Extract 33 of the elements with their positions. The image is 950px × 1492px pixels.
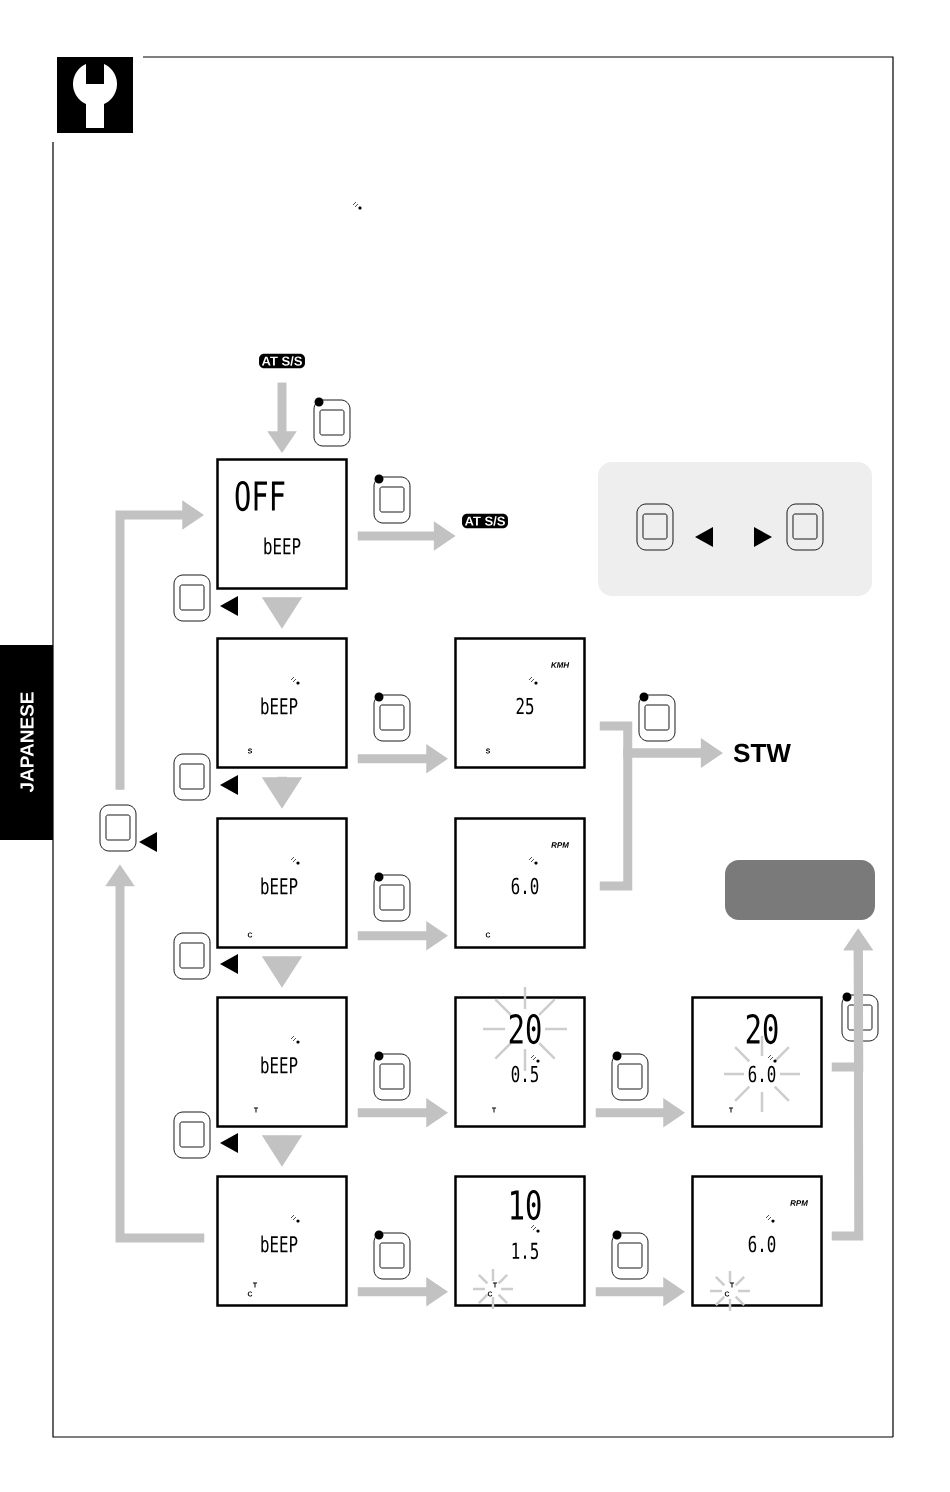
display-reading: 20 [509, 1013, 541, 1045]
display-reading: 20 [746, 1013, 778, 1045]
display-reading: OFF [235, 480, 285, 512]
lcd-screen [691, 996, 823, 1128]
display-reading: 6.0 [748, 1065, 776, 1083]
lcd-screen [691, 1175, 823, 1311]
button-icon [99, 804, 157, 852]
display-reading: 6.0 [748, 1235, 776, 1253]
display-reading: bEEP [261, 697, 298, 715]
display-reading: 25 [516, 697, 534, 715]
side-tab: JAPANESE [0, 645, 53, 840]
lcd-screen [216, 1175, 348, 1307]
lcd-screen [454, 637, 586, 769]
mode-label: STW [733, 743, 791, 763]
lcd-screen [216, 996, 348, 1128]
unit-label: RPM [551, 842, 570, 848]
display-reading: 0.5 [511, 1065, 539, 1083]
lcd-screen [216, 458, 348, 590]
unit-label: RPM [790, 1200, 809, 1206]
display-reading: bEEP [264, 537, 301, 555]
lcd-screen [454, 817, 586, 949]
lcd-screen [216, 817, 348, 949]
unit-label: KMH [551, 662, 570, 668]
lcd-screen [454, 1175, 586, 1309]
lcd-screen [454, 987, 586, 1128]
rounded-box [725, 860, 875, 920]
display-reading: bEEP [261, 877, 298, 895]
lcd-screen [216, 637, 348, 769]
display-reading: 10 [511, 1189, 541, 1221]
display-reading: bEEP [261, 1056, 298, 1074]
display-reading: 6.0 [511, 877, 539, 895]
display-reading: bEEP [261, 1235, 298, 1253]
display-reading: 1.5 [512, 1242, 539, 1260]
